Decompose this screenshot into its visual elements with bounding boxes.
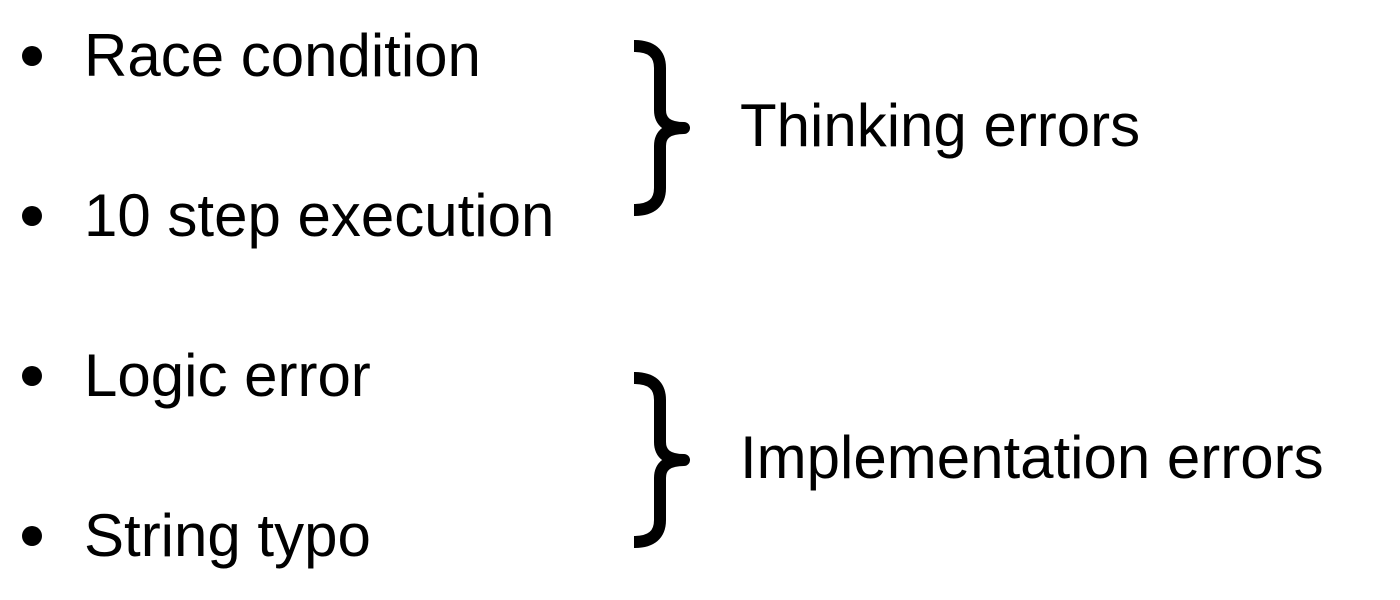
list-item-logic-error: Logic error bbox=[0, 334, 620, 414]
right-brace-icon bbox=[633, 40, 690, 216]
list-item-label: 10 step execution bbox=[84, 182, 555, 249]
bullet-icon bbox=[22, 46, 42, 66]
list-item-label: Logic error bbox=[84, 342, 371, 409]
list-item-label: Race condition bbox=[84, 22, 481, 89]
list-item-10-step-execution: 10 step execution bbox=[0, 174, 620, 254]
list-item-race-condition: Race condition bbox=[0, 14, 620, 94]
bullet-icon bbox=[22, 366, 42, 386]
group-label-thinking-errors: Thinking errors bbox=[740, 92, 1141, 159]
list-item-label: String typo bbox=[84, 502, 371, 569]
right-brace-icon bbox=[633, 372, 690, 548]
list-item-string-typo: String typo bbox=[0, 494, 620, 574]
bullet-icon bbox=[22, 526, 42, 546]
bullet-icon bbox=[22, 206, 42, 226]
group-label-implementation-errors: Implementation errors bbox=[740, 424, 1324, 491]
